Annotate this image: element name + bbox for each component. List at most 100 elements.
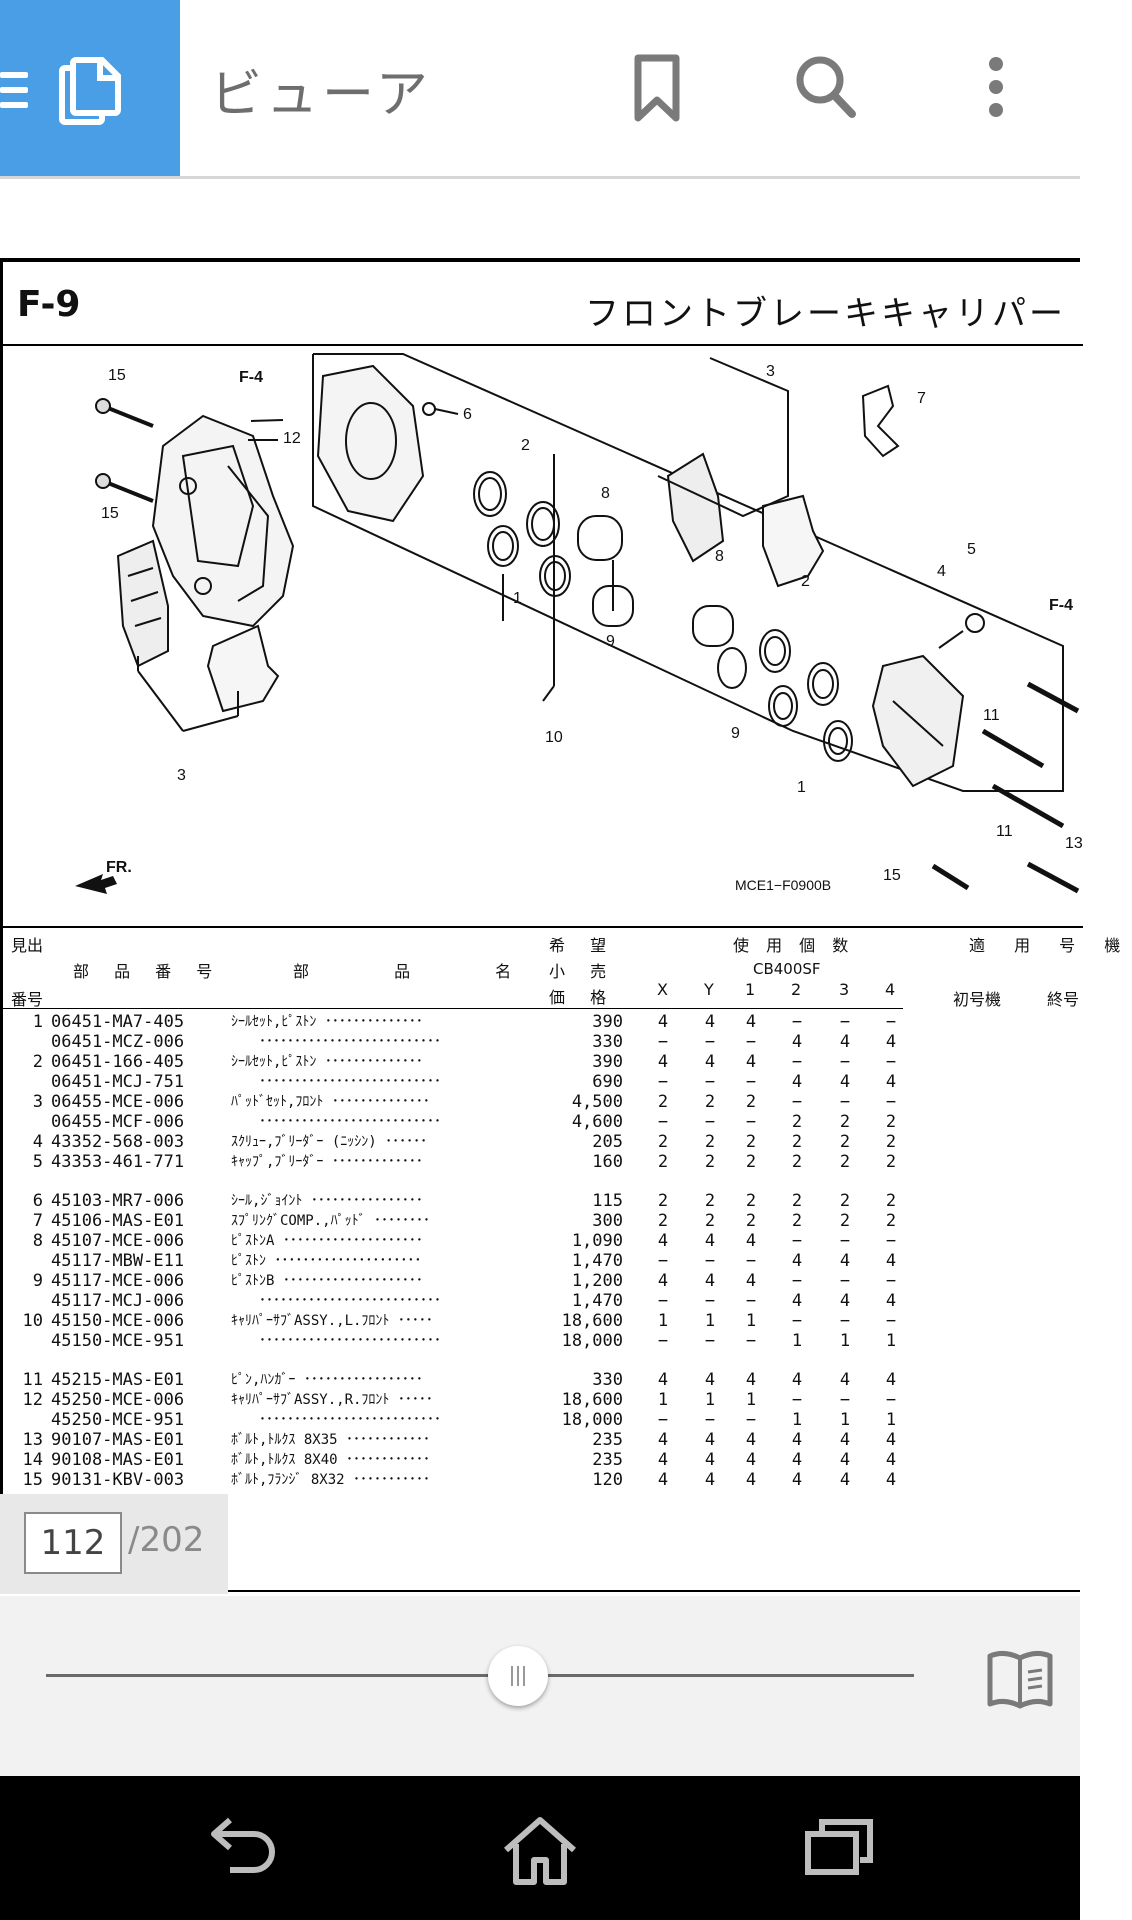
- row-quantity: 1: [791, 1331, 803, 1351]
- row-ref-number: 10: [22, 1311, 43, 1331]
- search-icon[interactable]: [794, 54, 858, 120]
- row-quantity: −: [791, 1012, 803, 1032]
- bookmark-icon[interactable]: [632, 54, 682, 124]
- row-quantity: 4: [791, 1072, 803, 1092]
- row-ref-number: 1: [32, 1012, 43, 1032]
- row-quantity: −: [791, 1271, 803, 1291]
- row-quantity: 2: [839, 1112, 851, 1132]
- row-part-name: ﾎﾞﾙﾄ,ﾄﾙｸｽ 8X40 ････････････: [231, 1452, 431, 1468]
- table-row: 45150-MCE-951 ･･････････････････････････…: [3, 1331, 1083, 1351]
- row-price: 1,470: [571, 1251, 623, 1271]
- row-quantity: 2: [745, 1092, 757, 1112]
- row-ref-number: 6: [32, 1191, 43, 1211]
- recents-icon[interactable]: [804, 1816, 874, 1876]
- page-slider-track[interactable]: [46, 1674, 914, 1677]
- row-price: 4,600: [571, 1112, 623, 1132]
- row-price: 18,600: [561, 1390, 623, 1410]
- row-quantity: 4: [745, 1470, 757, 1490]
- row-part-number: 45215-MAS-E01: [51, 1370, 185, 1390]
- row-quantity: 1: [745, 1311, 757, 1331]
- callout-label: 10: [545, 729, 563, 746]
- row-price: 235: [592, 1430, 623, 1450]
- row-quantity: 2: [745, 1211, 757, 1231]
- row-quantity: −: [657, 1032, 669, 1052]
- parts-diagram: 15 F-4 12 15 6 2 8 3 7 1 9 8 2 5 4 F-4 1…: [75, 353, 1083, 894]
- row-price: 390: [592, 1012, 623, 1032]
- row-quantity: 4: [745, 1271, 757, 1291]
- more-vert-icon[interactable]: [986, 54, 1006, 120]
- row-part-number: 45117-MBW-E11: [51, 1251, 185, 1271]
- row-part-number: 06451-MCJ-751: [51, 1072, 185, 1092]
- row-part-name: ･･････････････････････････: [231, 1114, 441, 1130]
- row-part-number: 90131-KBV-003: [51, 1470, 185, 1490]
- document-page[interactable]: F-9 フロントブレーキキャリパー: [0, 258, 1120, 1592]
- callout-label: 2: [521, 437, 530, 454]
- row-quantity: 4: [791, 1430, 803, 1450]
- row-quantity: 4: [745, 1052, 757, 1072]
- page-number-input[interactable]: 112: [24, 1512, 122, 1574]
- home-icon[interactable]: [500, 1816, 580, 1886]
- row-quantity: −: [885, 1311, 897, 1331]
- th-model: CB400SF: [753, 960, 821, 978]
- row-ref-number: 5: [32, 1152, 43, 1172]
- row-part-name: ･･････････････････････････: [231, 1412, 441, 1428]
- row-quantity: 2: [657, 1092, 669, 1112]
- row-quantity: 1: [704, 1311, 716, 1331]
- row-quantity: −: [704, 1072, 716, 1092]
- row-quantity: −: [745, 1251, 757, 1271]
- row-quantity: 2: [657, 1211, 669, 1231]
- row-quantity: 4: [791, 1470, 803, 1490]
- row-quantity: −: [885, 1092, 897, 1112]
- callout-label: 15: [101, 505, 119, 522]
- row-quantity: 2: [839, 1132, 851, 1152]
- row-price: 205: [592, 1132, 623, 1152]
- row-part-number: 45250-MCE-006: [51, 1390, 185, 1410]
- row-ref-number: 15: [22, 1470, 43, 1490]
- row-quantity: −: [745, 1410, 757, 1430]
- book-icon[interactable]: [986, 1648, 1054, 1712]
- row-ref-number: 3: [32, 1092, 43, 1112]
- row-quantity: −: [885, 1012, 897, 1032]
- row-quantity: 2: [791, 1112, 803, 1132]
- table-top-rule: [3, 926, 1083, 928]
- page-slider-bar: [0, 1596, 1080, 1776]
- section-title: フロントブレーキキャリパー: [585, 294, 1066, 334]
- row-part-number: 90107-MAS-E01: [51, 1430, 185, 1450]
- row-part-name: ｷｬｯﾌﾟ,ﾌﾞﾘｰﾀﾞｰ ･････････････: [231, 1154, 423, 1170]
- page-slider-thumb[interactable]: [488, 1646, 548, 1706]
- row-quantity: −: [657, 1331, 669, 1351]
- row-part-name: ｼｰﾙｾｯﾄ,ﾋﾟｽﾄﾝ ･･････････････: [231, 1054, 423, 1070]
- row-part-name: ･･････････････････････････: [231, 1293, 441, 1309]
- row-quantity: 2: [839, 1152, 851, 1172]
- row-quantity: 4: [839, 1291, 851, 1311]
- row-quantity: 2: [885, 1211, 897, 1231]
- documents-icon[interactable]: [58, 54, 124, 126]
- row-quantity: 4: [885, 1072, 897, 1092]
- row-part-number: 45117-MCE-006: [51, 1271, 185, 1291]
- back-icon[interactable]: [204, 1816, 278, 1876]
- row-quantity: −: [791, 1052, 803, 1072]
- row-part-number: 45250-MCE-951: [51, 1410, 185, 1430]
- row-quantity: 1: [745, 1390, 757, 1410]
- row-quantity: 2: [704, 1132, 716, 1152]
- row-ref-number: 12: [22, 1390, 43, 1410]
- row-quantity: 2: [885, 1152, 897, 1172]
- callout-label: 2: [801, 573, 810, 590]
- row-quantity: 1: [839, 1410, 851, 1430]
- row-quantity: 4: [657, 1430, 669, 1450]
- app-bar: ビューア: [0, 0, 1080, 179]
- menu-icon[interactable]: [0, 72, 28, 108]
- row-quantity: 4: [745, 1450, 757, 1470]
- row-quantity: 4: [657, 1370, 669, 1390]
- drawer-toggle[interactable]: [0, 0, 180, 178]
- row-price: 235: [592, 1450, 623, 1470]
- row-quantity: 2: [704, 1211, 716, 1231]
- row-quantity: 4: [839, 1470, 851, 1490]
- row-ref-number: 8: [32, 1231, 43, 1251]
- th-col-4: 4: [885, 980, 896, 999]
- th-applicable: 適 用 号 機: [969, 936, 1132, 955]
- row-quantity: 4: [839, 1430, 851, 1450]
